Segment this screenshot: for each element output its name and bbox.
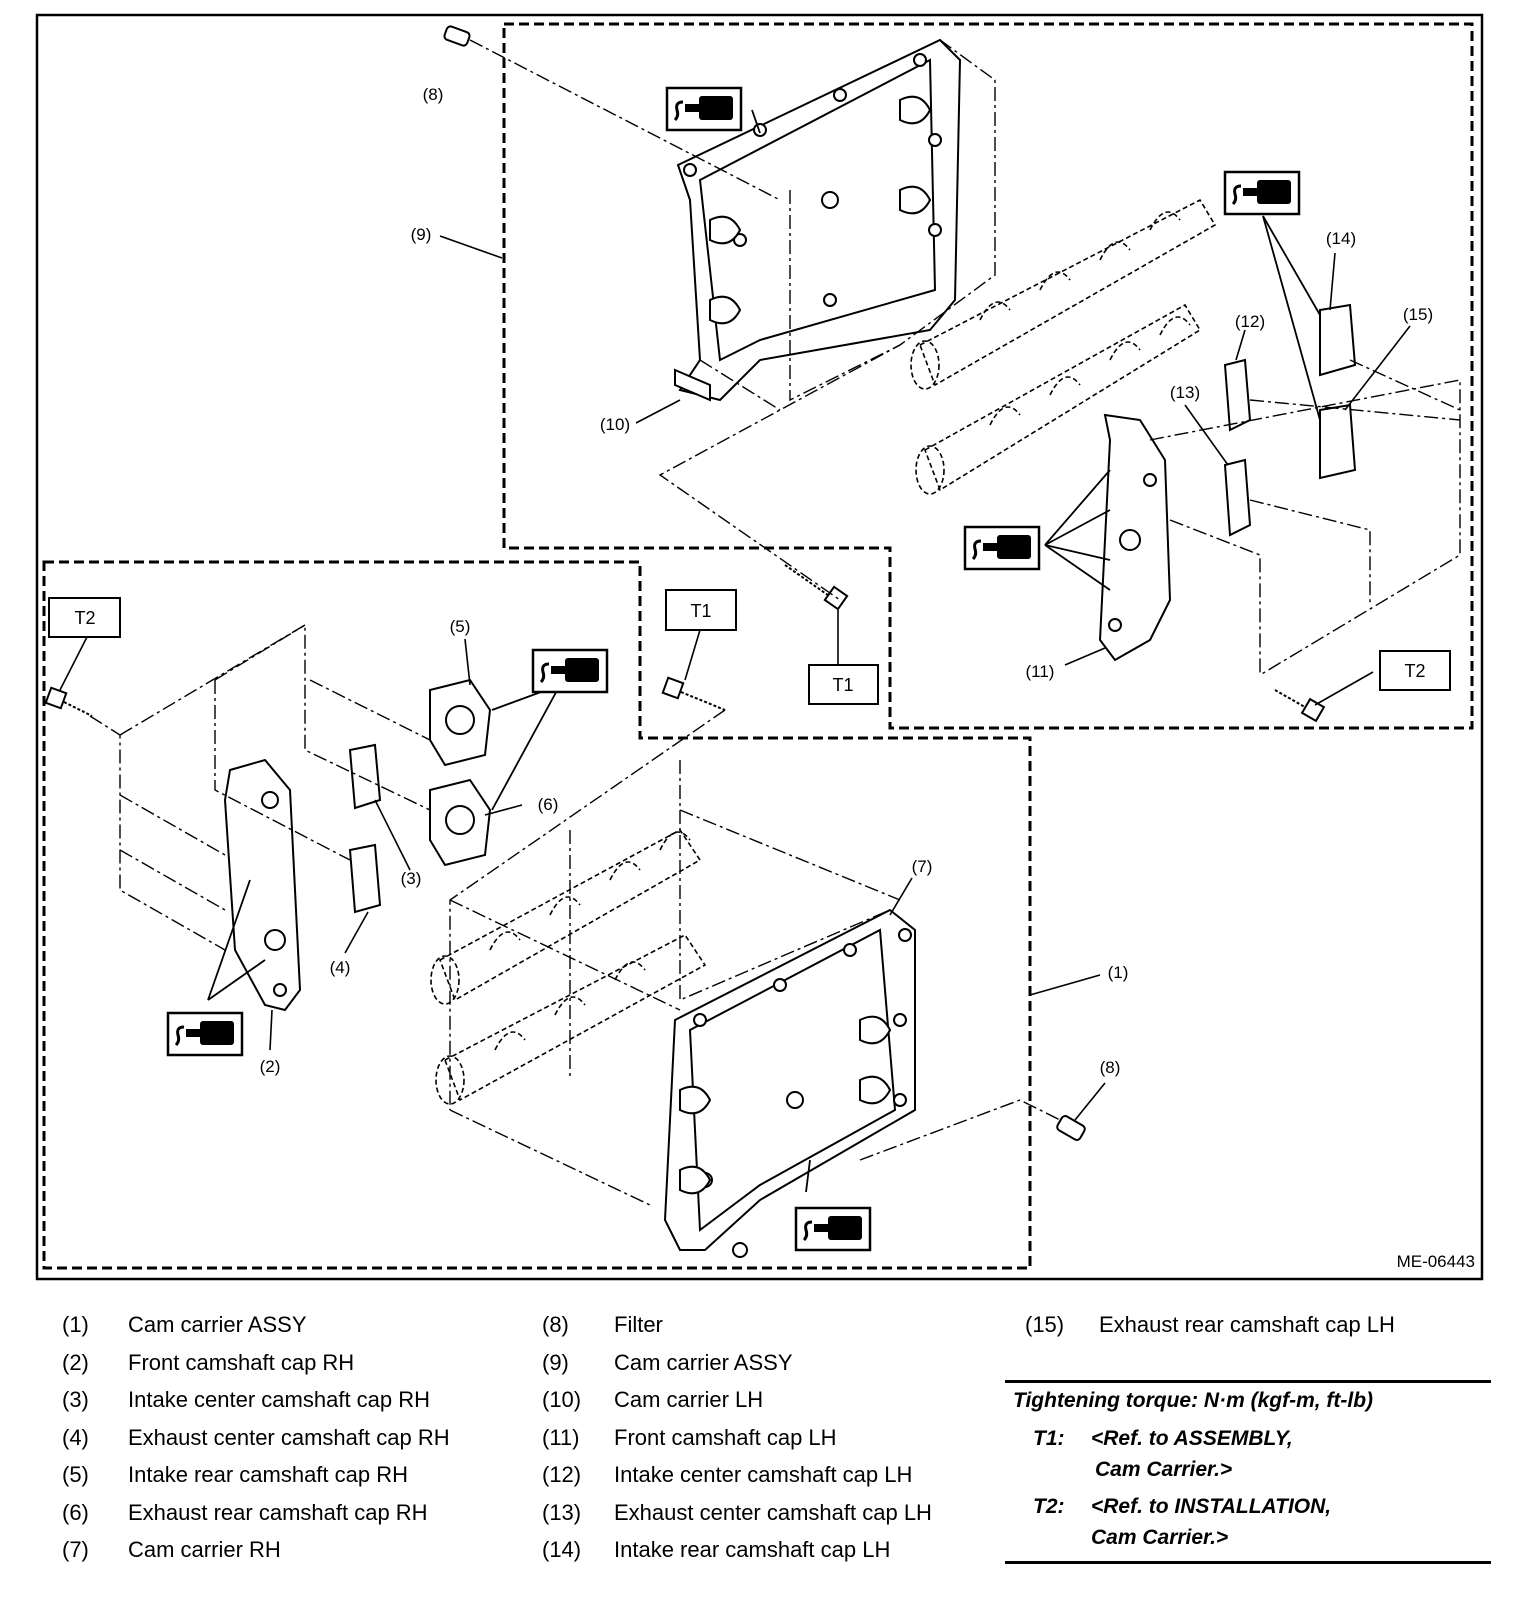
callout-11: (11) bbox=[1026, 662, 1055, 681]
callout-14: (14) bbox=[1326, 229, 1356, 248]
bolt-t1-upper bbox=[784, 564, 849, 611]
svg-text:T2: T2 bbox=[1404, 661, 1425, 681]
torque-t1-ref: <Ref. to ASSEMBLY, bbox=[1091, 1427, 1293, 1450]
sealant-icon bbox=[665, 86, 743, 132]
torque-t1-ref-cont: Cam Carrier.> bbox=[1095, 1458, 1233, 1481]
camshaft-lh-lower bbox=[915, 303, 1202, 495]
legend-item: (9)Cam carrier ASSY bbox=[542, 1349, 793, 1375]
callout-1: (1) bbox=[1108, 963, 1129, 982]
legend-item: (8)Filter bbox=[542, 1312, 663, 1337]
exploded-diagram: T2 T1 T1 T2 (8) (9) (10) (14) (15) (12) … bbox=[35, 13, 1484, 1281]
legend-item: (7)Cam carrier RH bbox=[62, 1537, 281, 1562]
group-1-boundary bbox=[42, 560, 1032, 1270]
legend-column-2: (8)Filter (9)Cam carrier ASSY (10)Cam ca… bbox=[542, 1306, 932, 1569]
assembly-lines-lower bbox=[89, 623, 1061, 1206]
leader-lines bbox=[59, 235, 1411, 1121]
svg-text:T1: T1 bbox=[832, 675, 853, 695]
camshaft-lh-upper bbox=[910, 198, 1217, 390]
camshaft-rh-lower bbox=[435, 933, 707, 1105]
callout-8-upper: (8) bbox=[423, 85, 444, 104]
legend-item: (15)Exhaust rear camshaft cap LH bbox=[1025, 1312, 1395, 1337]
sealant-arrows bbox=[207, 109, 1321, 1193]
torque-t2-ref: <Ref. to INSTALLATION, bbox=[1091, 1495, 1332, 1518]
legend-item: (5)Intake rear camshaft cap RH bbox=[62, 1462, 409, 1487]
legend-item: (6)Exhaust rear camshaft cap RH bbox=[62, 1499, 428, 1525]
callout-8-lower: (8) bbox=[1100, 1058, 1121, 1077]
assembly-lines-upper bbox=[469, 39, 1461, 676]
bolt-t2-lower bbox=[44, 686, 93, 717]
legend-item: (12)Intake center camshaft cap LH bbox=[542, 1462, 913, 1487]
callout-15: (15) bbox=[1403, 305, 1433, 324]
front-camshaft-cap-lh-part bbox=[1098, 413, 1172, 662]
bolt-t1-lower bbox=[661, 676, 726, 711]
callout-13: (13) bbox=[1170, 383, 1200, 402]
legend-column-1: (1)Cam carrier ASSY (2)Front camshaft ca… bbox=[62, 1306, 450, 1569]
legend-item: (2)Front camshaft cap RH bbox=[62, 1349, 355, 1375]
legend-column-3: (15)Exhaust rear camshaft cap LH bbox=[1025, 1306, 1395, 1344]
torque-box-t2-left: T2 bbox=[48, 597, 121, 638]
callout-3: (3) bbox=[401, 869, 422, 888]
torque-box-t1-right: T1 bbox=[808, 664, 879, 705]
torque-t2-ref-cont: Cam Carrier.> bbox=[1091, 1526, 1229, 1549]
center-caps-lh-parts bbox=[1223, 303, 1357, 537]
torque-box-t2-right: T2 bbox=[1379, 650, 1451, 691]
tightening-torque-table: Tightening torque: N·m (kgf-m, ft-lb) T1… bbox=[1005, 1380, 1491, 1564]
svg-text:T1: T1 bbox=[690, 601, 711, 621]
legend-item: (11)Front camshaft cap LH bbox=[542, 1424, 837, 1450]
camshaft-caps-rh-parts bbox=[348, 678, 492, 914]
torque-title: Tightening torque: N·m (kgf-m, ft-lb) bbox=[1013, 1389, 1374, 1412]
legend-item: (3)Intake center camshaft cap RH bbox=[62, 1387, 431, 1412]
legend-item: (14)Intake rear camshaft cap LH bbox=[542, 1537, 891, 1562]
filter-lower bbox=[1056, 1115, 1086, 1141]
diagram-frame bbox=[35, 13, 1484, 1281]
cam-carrier-lh-part bbox=[674, 38, 962, 402]
sealant-icon bbox=[794, 1206, 872, 1252]
legend-item: (4)Exhaust center camshaft cap RH bbox=[62, 1424, 450, 1450]
svg-text:T2: T2 bbox=[74, 608, 95, 628]
sealant-icon bbox=[963, 525, 1041, 571]
callout-9: (9) bbox=[411, 225, 432, 244]
group-9-boundary bbox=[502, 22, 1474, 730]
callout-12: (12) bbox=[1235, 312, 1265, 331]
sealant-icon bbox=[1223, 170, 1301, 216]
callout-10: (10) bbox=[600, 415, 630, 434]
callout-7: (7) bbox=[912, 857, 933, 876]
callout-4: (4) bbox=[330, 958, 351, 977]
camshaft-rh-upper bbox=[430, 828, 702, 1005]
callout-2: (2) bbox=[260, 1057, 281, 1076]
legend-item: (13)Exhaust center camshaft cap LH bbox=[542, 1499, 932, 1525]
front-camshaft-cap-rh-part bbox=[223, 758, 302, 1012]
callout-6: (6) bbox=[538, 795, 559, 814]
torque-row-t2: T2: <Ref. to INSTALLATION, Cam Carrier.> bbox=[1005, 1491, 1491, 1553]
callout-5: (5) bbox=[450, 617, 471, 636]
reference-code: ME-06443 bbox=[1397, 1252, 1475, 1271]
sealant-icon bbox=[166, 1011, 244, 1057]
torque-row-t1: T1: <Ref. to ASSEMBLY, Cam Carrier.> bbox=[1005, 1423, 1491, 1485]
bolt-t2-upper bbox=[1274, 689, 1326, 723]
filter-upper bbox=[443, 25, 471, 47]
torque-box-t1-center: T1 bbox=[665, 589, 737, 631]
legend-item: (10)Cam carrier LH bbox=[542, 1387, 764, 1412]
cam-carrier-rh-part bbox=[663, 908, 916, 1258]
sealant-icon bbox=[531, 648, 609, 694]
legend-item: (1)Cam carrier ASSY bbox=[62, 1312, 307, 1337]
